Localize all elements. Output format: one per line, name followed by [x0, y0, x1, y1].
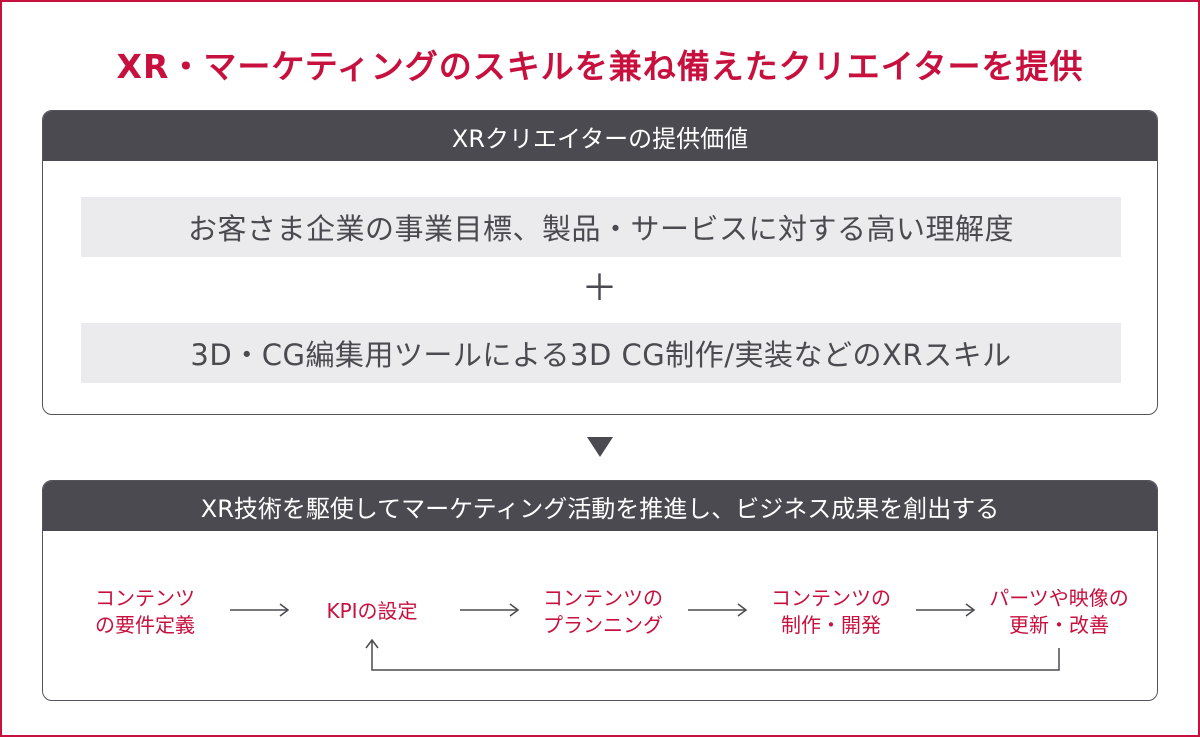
arrow-right-icon [916, 603, 976, 617]
value-panel: XRクリエイターの提供価値 お客さま企業の事業目標、製品・サービスに対する高い理… [42, 110, 1158, 415]
step-planning: コンテンツの プランニング [543, 585, 663, 639]
step-line: の要件定義 [95, 613, 195, 637]
step-production: コンテンツの 制作・開発 [771, 585, 891, 639]
step-line: コンテンツ [95, 586, 195, 610]
step-line: パーツや映像の [989, 586, 1129, 610]
step-line: プランニング [543, 613, 663, 637]
step-line: コンテンツの [543, 586, 663, 610]
step-line: 更新・改善 [1008, 613, 1109, 637]
value-item-business-understanding: お客さま企業の事業目標、製品・サービスに対する高い理解度 [81, 197, 1121, 257]
step-line: KPIの設定 [326, 599, 418, 623]
step-line: 制作・開発 [781, 613, 881, 637]
value-panel-header: XRクリエイターの提供価値 [43, 111, 1157, 161]
loop-back-arrow-icon [365, 638, 1060, 671]
page-title: XR・マーケティングのスキルを兼ね備えたクリエイターを提供 [116, 47, 1084, 86]
step-kpi: KPIの設定 [326, 598, 417, 625]
step-requirements: コンテンツ の要件定義 [95, 585, 195, 639]
arrow-right-icon [460, 603, 520, 617]
outcome-panel: XR技術を駆使してマーケティング活動を推進し、ビジネス成果を創出する [42, 480, 1158, 701]
step-improvement: パーツや映像の 更新・改善 [989, 585, 1129, 639]
outcome-panel-header: XR技術を駆使してマーケティング活動を推進し、ビジネス成果を創出する [43, 481, 1157, 531]
step-line: コンテンツの [771, 586, 891, 610]
plus-icon: ＋ [581, 268, 618, 309]
arrow-right-icon [688, 603, 748, 617]
down-triangle-icon [587, 437, 613, 457]
arrow-right-icon [230, 603, 290, 617]
value-item-xr-skills: 3D・CG編集用ツールによる3D CG制作/実装などのXRスキル [81, 323, 1121, 383]
